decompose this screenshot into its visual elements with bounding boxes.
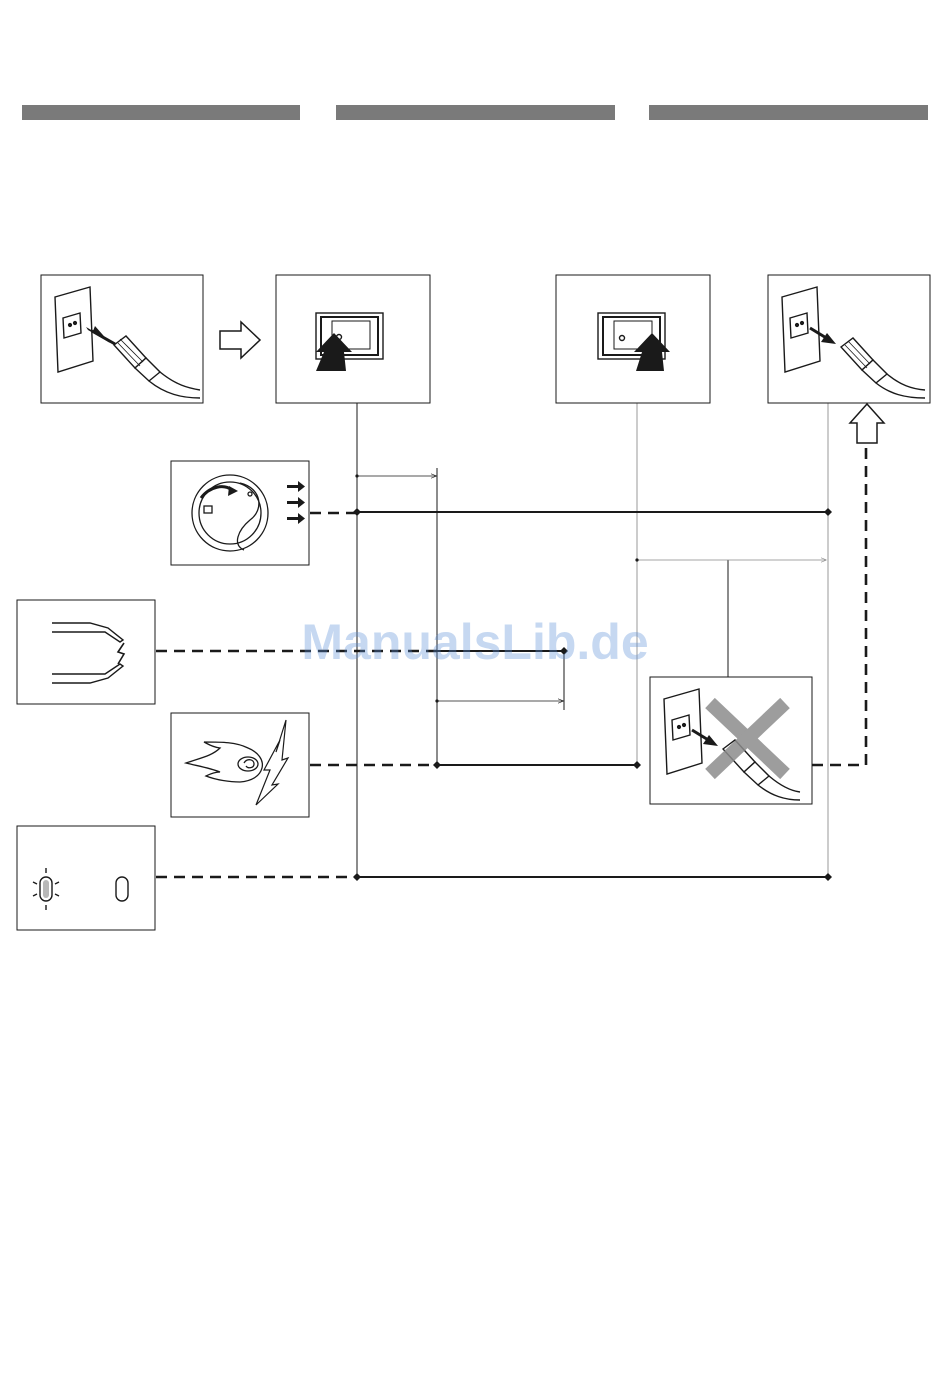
flame-box	[171, 713, 309, 817]
airflow-arrows	[287, 481, 305, 524]
plug-insert-box	[41, 275, 203, 403]
up-arrow-icon	[850, 404, 884, 443]
watermark: ManualsLib.de	[301, 614, 648, 670]
switch-off-box	[556, 275, 710, 403]
switch-on-box	[276, 275, 430, 403]
lamp-box	[17, 826, 155, 930]
do-not-unplug-box	[650, 677, 812, 804]
fan-box	[171, 461, 309, 565]
next-step-arrow-icon	[220, 322, 260, 358]
plug-remove-box	[768, 275, 930, 403]
warning-dashed-link	[812, 444, 866, 765]
spark-box	[17, 600, 155, 704]
